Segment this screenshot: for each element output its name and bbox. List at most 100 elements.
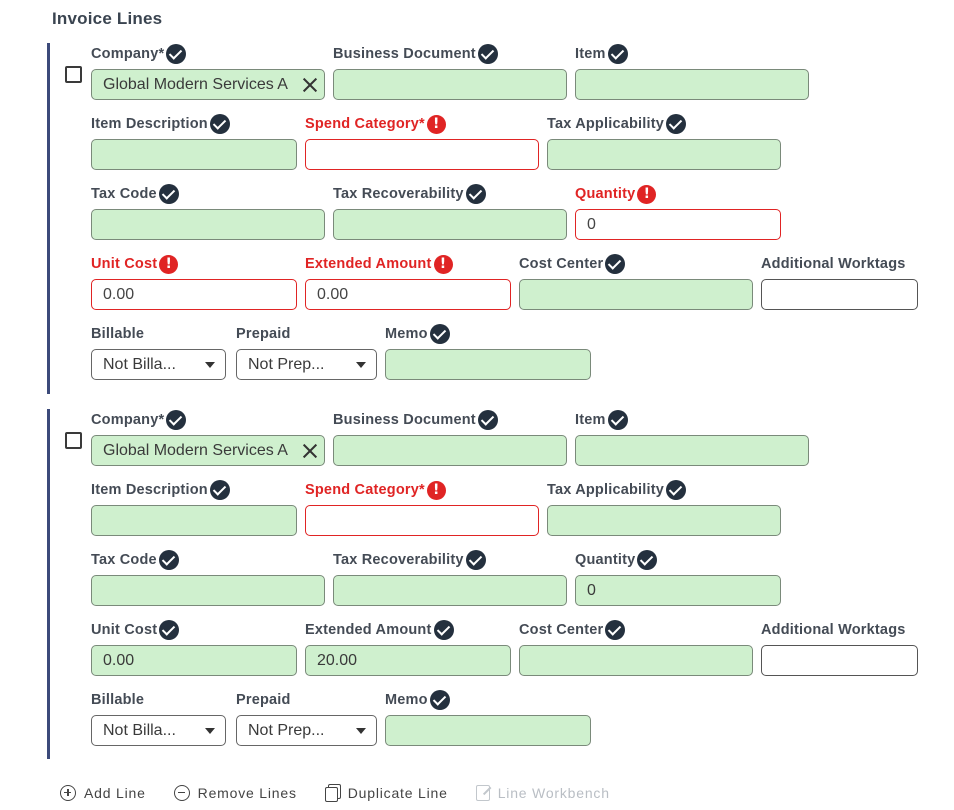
duplicate-line-label: Duplicate Line [347,784,448,801]
check-circle-icon [666,114,687,134]
check-circle-icon [166,410,187,430]
invoice-line-2: Company* Global Modern Services A Busine… [47,409,927,759]
item-description-input[interactable] [91,139,297,170]
tax-applicability-label: Tax Applicability [547,482,665,498]
unit-cost-input[interactable]: 0.00 [91,645,297,676]
additional-worktags-field: Additional Worktags [761,254,919,311]
line-select-checkbox[interactable] [65,432,82,449]
memo-input[interactable] [385,349,591,380]
extended-amount-label: Extended Amount [305,256,432,272]
check-circle-icon [637,550,658,570]
tax-code-input[interactable] [91,575,325,606]
spend-category-label: Spend Category* [305,482,425,498]
company-label: Company* [91,46,165,62]
memo-field: Memo [385,324,592,381]
duplicate-line-button[interactable]: Duplicate Line [324,784,448,802]
check-circle-icon [166,44,187,64]
add-line-label: Add Line [84,784,146,801]
cost-center-input[interactable] [519,279,753,310]
billable-select[interactable]: Not Billa... [91,715,226,746]
company-input[interactable]: Global Modern Services A [91,69,325,100]
line-workbench-button[interactable]: Line Workbench [475,784,610,801]
billable-value: Not Billa... [103,355,176,373]
spend-category-label: Spend Category* [305,116,425,132]
tax-recoverability-input[interactable] [333,209,567,240]
item-description-input[interactable] [91,505,297,536]
spend-category-input[interactable] [305,505,539,536]
chevron-down-icon [205,361,215,368]
quantity-input[interactable]: 0 [575,209,781,240]
company-chip-text: Global Modern Services A [103,75,288,93]
exclamation-circle-icon: ! [637,184,657,204]
spend-category-field: Spend Category*! [305,114,540,171]
unit-cost-field: Unit Cost! 0.00 [91,254,298,311]
quantity-field: Quantity 0 [575,550,782,607]
line-select-checkbox[interactable] [65,66,82,83]
prepaid-value: Not Prep... [248,721,325,739]
item-label: Item [575,46,606,62]
business-document-field: Business Document [333,410,568,467]
unit-cost-input[interactable]: 0.00 [91,279,297,310]
prepaid-select[interactable]: Not Prep... [236,349,377,380]
item-input[interactable] [575,69,809,100]
add-line-button[interactable]: Add Line [60,784,146,801]
business-document-input[interactable] [333,435,567,466]
extended-amount-label: Extended Amount [305,622,432,638]
additional-worktags-input[interactable] [761,645,918,676]
tax-applicability-input[interactable] [547,139,781,170]
check-circle-icon [159,620,180,640]
check-circle-icon [605,620,626,640]
chevron-down-icon [205,727,215,734]
memo-field: Memo [385,690,592,747]
memo-input[interactable] [385,715,591,746]
unit-cost-field: Unit Cost 0.00 [91,620,298,677]
billable-value: Not Billa... [103,721,176,739]
check-circle-icon [465,184,486,204]
remove-lines-button[interactable]: Remove Lines [173,784,297,801]
item-input[interactable] [575,435,809,466]
tax-code-field: Tax Code [91,550,326,607]
tax-code-label: Tax Code [91,552,157,568]
billable-select[interactable]: Not Billa... [91,349,226,380]
prepaid-select[interactable]: Not Prep... [236,715,377,746]
tax-applicability-input[interactable] [547,505,781,536]
company-label: Company* [91,412,165,428]
tax-recoverability-label: Tax Recoverability [333,552,464,568]
close-icon[interactable] [302,77,318,93]
extended-amount-input[interactable]: 0.00 [305,279,511,310]
business-document-input[interactable] [333,69,567,100]
exclamation-circle-icon: ! [426,480,446,500]
tax-code-input[interactable] [91,209,325,240]
check-circle-icon [433,620,454,640]
close-icon[interactable] [302,443,318,459]
billable-field: Billable Not Billa... [91,690,227,747]
tax-code-label: Tax Code [91,186,157,202]
check-circle-icon [209,114,230,134]
cost-center-input[interactable] [519,645,753,676]
cost-center-label: Cost Center [519,622,604,638]
check-circle-icon [429,324,450,344]
quantity-label: Quantity [575,552,636,568]
quantity-field: Quantity! 0 [575,184,782,241]
tax-recoverability-field: Tax Recoverability [333,550,568,607]
line-workbench-label: Line Workbench [497,784,610,801]
unit-cost-label: Unit Cost [91,256,158,272]
invoice-line-1: Company* Global Modern Services A Busine… [47,43,927,394]
item-field: Item [575,410,810,467]
check-circle-icon [607,410,628,430]
chevron-down-icon [356,727,366,734]
memo-label: Memo [385,326,428,342]
tax-recoverability-input[interactable] [333,575,567,606]
prepaid-field: Prepaid Not Prep... [236,690,378,747]
extended-amount-input[interactable]: 20.00 [305,645,511,676]
check-circle-icon [477,44,498,64]
additional-worktags-input[interactable] [761,279,918,310]
remove-circle-icon [173,784,190,801]
quantity-input[interactable]: 0 [575,575,781,606]
check-circle-icon [465,550,486,570]
company-input[interactable]: Global Modern Services A [91,435,325,466]
spend-category-input[interactable] [305,139,539,170]
check-circle-icon [605,254,626,274]
additional-worktags-label: Additional Worktags [761,256,906,272]
tax-code-field: Tax Code [91,184,326,241]
